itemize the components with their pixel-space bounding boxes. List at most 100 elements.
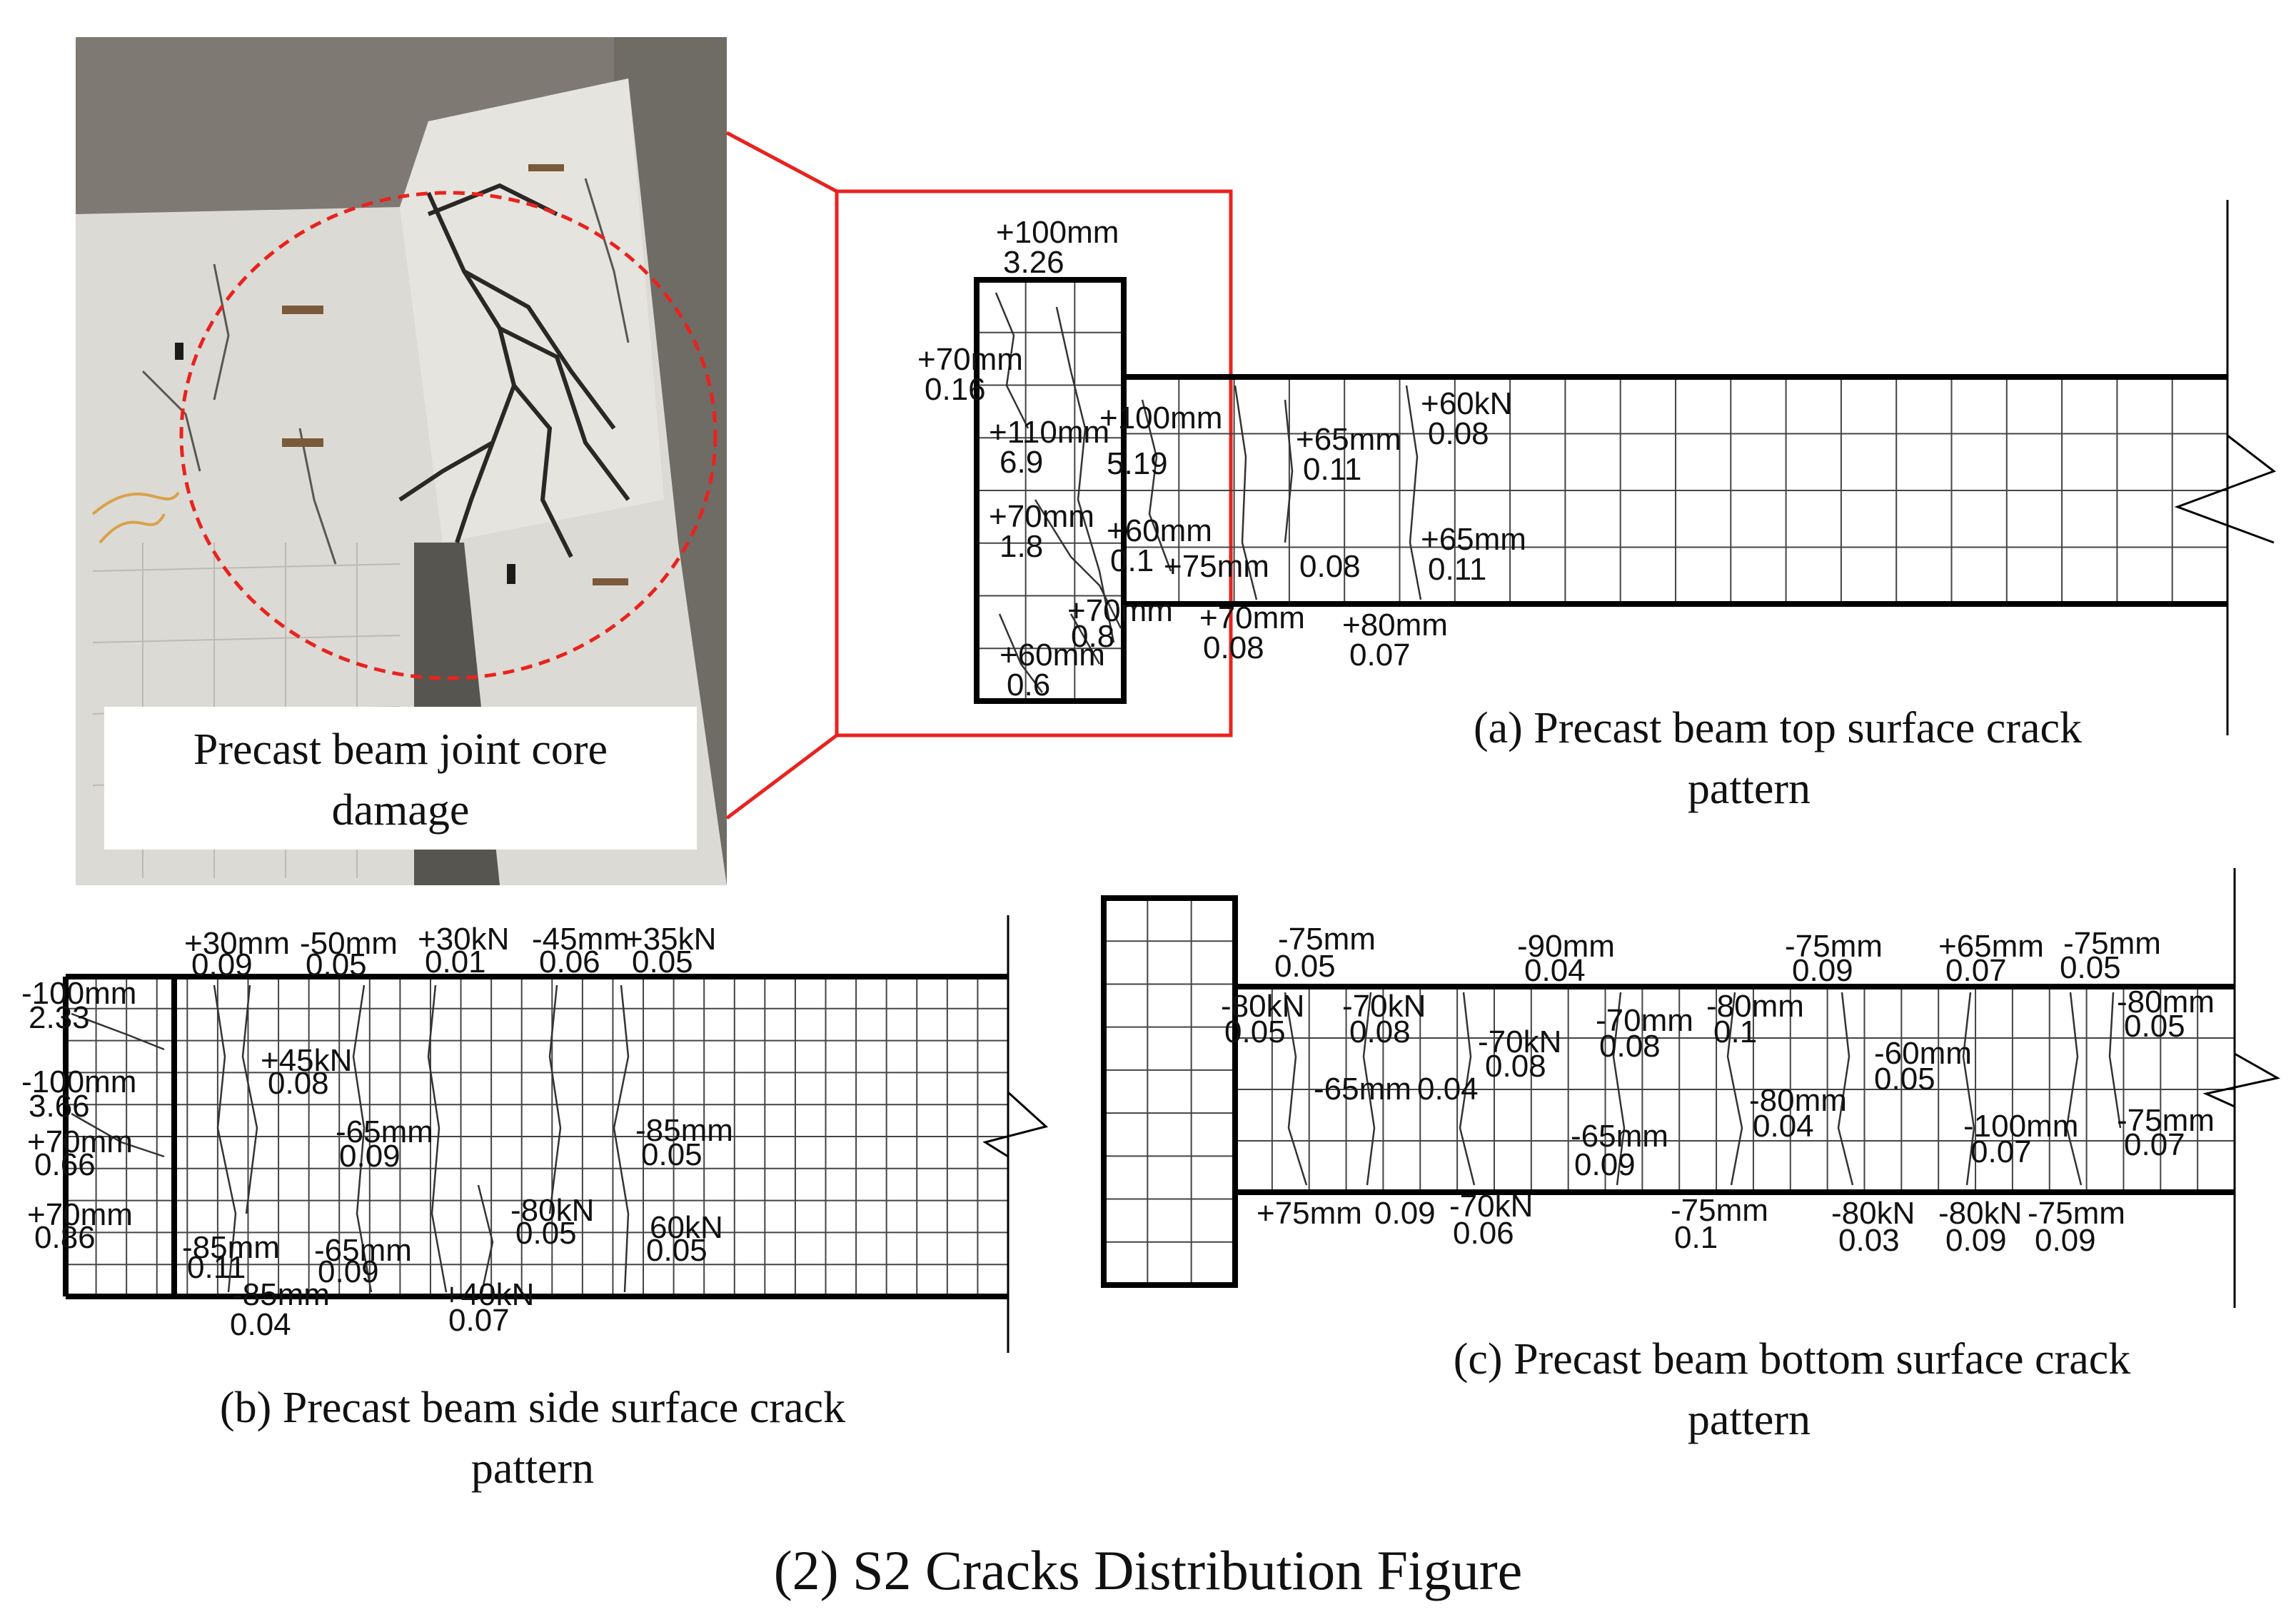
panel-c-crack-label: -75mm [2063,926,2161,961]
panel-a-crack-label: 0.8 [1071,619,1114,654]
panel-a-crack-label: +80mm [1342,608,1448,643]
panel-c-crack-label: 0.05 [2124,1009,2185,1044]
panel-a-crack-label: +100mm [996,215,1119,250]
panel-b-caption-line-2: pattern [471,1444,594,1493]
panel-a-crack-label: +70mm [1067,593,1173,628]
panel-b-side-surface: (b) Precast beam side surface crack patt… [21,915,1049,1493]
panel-c-crack-label: -75mm [1671,1193,1768,1228]
panel-c-crack-label: 0.07 [1945,953,2007,988]
panel-c-crack-label: 0.09 [1574,1147,1636,1182]
panel-b-crack-label: 0.66 [34,1147,96,1182]
panel-c-crack-label: 0.09 [1792,953,1853,988]
panel-c-crack-label: -75mm [1785,929,1883,964]
panel-b-crack-label: -85mm [635,1113,733,1148]
panel-a-crack-label: 0.1 [1110,543,1154,578]
panel-c-caption-line-2: pattern [1688,1396,1811,1444]
panel-a-crack-label: +110mm [989,415,1109,450]
panel-a-crack-label: 0.08 [1428,416,1489,451]
panel-c-crack-label: -65mm [1571,1119,1668,1154]
panel-c-crack-label: 0.05 [1224,1014,1286,1049]
panel-b-crack-label: 0.86 [34,1220,96,1255]
panel-c-crack-label: -80mm [2117,984,2215,1019]
panel-a-crack-label: +65mm [1296,422,1401,457]
panel-b-crack-label: 0.05 [646,1233,708,1268]
panel-b-crack-label: -85mm [182,1230,280,1265]
panel-b-crack-label: +35kN [625,922,716,957]
panel-a-crack-label: +70mm [917,342,1023,377]
panel-b-crack-label: 3.66 [29,1089,90,1124]
panel-a-caption-line-2: pattern [1688,765,1811,813]
panel-a-crack-label: +65mm [1421,522,1526,557]
panel-b-crack-label: +45kN [261,1043,352,1078]
damage-photo: Precast beam joint core damage [76,37,727,885]
panel-a-crack-label: 0.08 [1203,630,1264,665]
panel-b-crack-label: 0.08 [268,1066,329,1101]
panel-c-crack-label: 0.06 [1453,1216,1514,1251]
panel-c-crack-label: -90mm [1517,929,1615,964]
panel-c-crack-label: 0.05 [1274,949,1336,984]
panel-a-crack-label: +60mm [1107,513,1212,548]
panel-c-crack-label: -75mm [1278,922,1376,957]
panel-b-crack-label: 0.06 [539,945,600,979]
panel-c-crack-label: -65mm [1314,1072,1411,1107]
panel-b-crack-label: -50mm [300,926,398,961]
panel-c-crack-label: -70kN [1478,1024,1561,1059]
panel-b-crack-label: 0.01 [425,945,486,979]
panel-c-crack-label: -70kN [1342,989,1426,1024]
panel-b-crack-label: 0.05 [641,1137,703,1172]
panel-c-bottom-surface: (c) Precast beam bottom surface crack pa… [1101,868,2281,1444]
panel-a-crack-label: +75mm [1164,549,1269,584]
panel-a-crack-label: +70mm [1199,600,1305,635]
panel-c-crack-label: -75mm [2028,1196,2125,1231]
panel-c-crack-label: +75mm [1257,1196,1362,1231]
panel-a-crack-label: 3.26 [1003,245,1064,280]
panel-c-crack-label: 0.08 [1599,1029,1661,1064]
panel-c-crack-label: 0.09 [1945,1223,2007,1258]
photo-caption-line-1: Precast beam joint core [193,725,608,774]
panel-b-crack-label: +70mm [27,1124,133,1159]
panel-c-crack-label: 0.04 [1524,953,1586,988]
panel-c-crack-label: -75mm [2117,1103,2215,1138]
panel-a-crack-label: 0.11 [1303,452,1361,487]
panel-b-crack-label: -45mm [532,922,630,957]
figure-title: (2) S2 Cracks Distribution Figure [774,1539,1523,1601]
panel-b-crack-label: -80kN [510,1193,594,1228]
panel-a-crack-label: 1.8 [1000,529,1043,564]
panel-b-crack-label: -85mm [232,1277,330,1312]
panel-c-crack-label: 0.07 [1970,1134,2032,1169]
panel-c-crack-label: 0.08 [1485,1049,1546,1084]
panel-b-crack-label: -65mm [314,1233,412,1268]
panel-a-crack-label: 0.6 [1007,668,1050,702]
panel-a-crack-label: 6.9 [1000,445,1043,480]
panel-b-crack-label: 2.33 [29,1000,90,1035]
panel-b-crack-label: -100mm [21,1064,136,1099]
panel-b-crack-label: 0.05 [515,1216,577,1251]
panel-c-crack-label: +65mm [1938,929,2044,964]
panel-c-crack-label: 0.1 [1713,1014,1757,1049]
panel-b-crack-label: 0.07 [448,1303,510,1338]
panel-c-crack-label: 0.03 [1838,1223,1900,1258]
panel-a-crack-label: +70mm [989,499,1094,534]
panel-b-crack-label: 0.09 [318,1254,379,1289]
panel-a-crack-label: +60mm [1000,638,1105,673]
panel-b-crack-label: -100mm [21,976,136,1011]
panel-a-crack-label: 0.07 [1349,638,1411,673]
panel-c-crack-label: 0.05 [1874,1062,1935,1097]
panel-c-caption-line-1: (c) Precast beam bottom surface crack [1454,1335,2130,1384]
panel-c-crack-label: 0.05 [2060,950,2121,985]
panel-b-crack-label: +30mm [184,926,290,961]
panel-b-crack-label: +30kN [418,922,509,957]
panel-c-crack-label: -80mm [1706,989,1804,1024]
panel-b-crack-label: 0.04 [230,1307,291,1342]
panel-b-crack-label: 0.09 [191,947,253,982]
panel-b-crack-label: +70mm [27,1197,133,1232]
panel-b-crack-label: 0.05 [632,945,693,979]
panel-c-crack-label: -80kN [1938,1196,2022,1231]
panel-a-crack-label: 0.08 [1299,549,1361,584]
panel-c-crack-label: -80kN [1831,1196,1915,1231]
panel-c-crack-label: 0.04 [1753,1109,1814,1144]
panel-b-caption-line-1: (b) Precast beam side surface crack [220,1384,845,1432]
panel-c-crack-label: 0.04 [1417,1072,1479,1107]
